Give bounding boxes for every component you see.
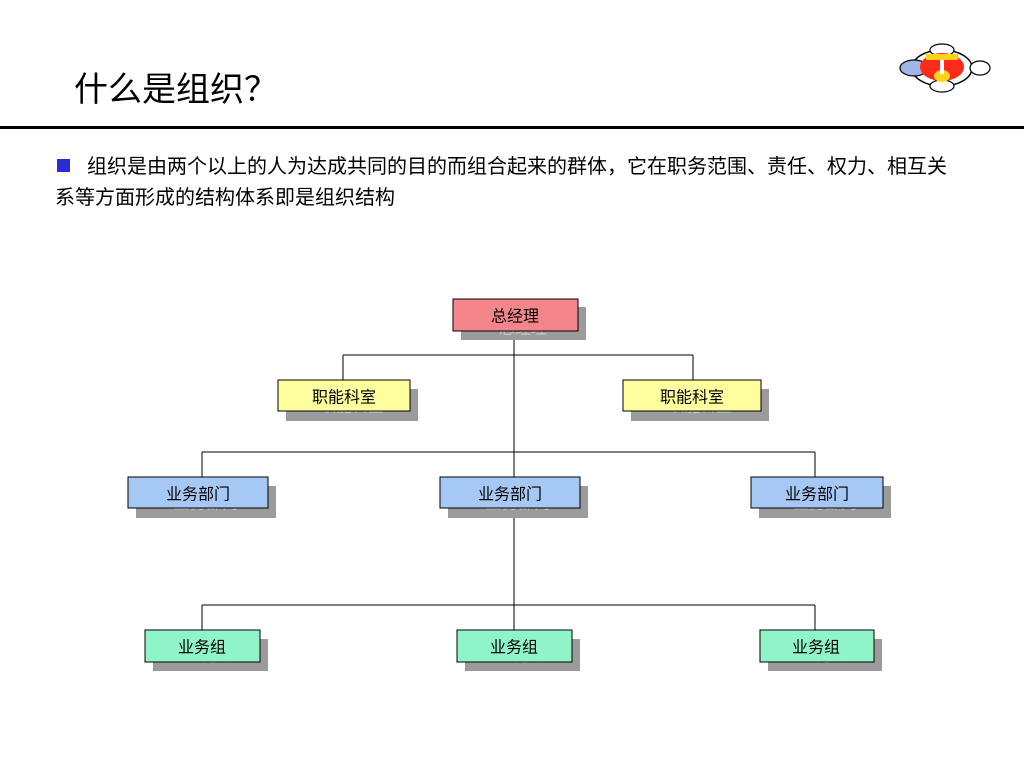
node-staff-left-label: 职能科室 (312, 388, 376, 407)
node-group-right-label: 业务组 (792, 638, 840, 657)
node-group-right: 业务组 业务组 (759, 629, 882, 671)
bullet-square-icon (57, 159, 70, 172)
node-dept-right-label: 业务部门 (785, 485, 849, 504)
node-group-left-label: 业务组 (178, 638, 226, 657)
node-group-center-label: 业务组 (490, 638, 538, 657)
node-general-manager: 总经理 总经理 (452, 298, 586, 340)
node-group-center: 业务组 业务组 (456, 629, 580, 671)
title-divider (0, 126, 1024, 129)
node-group-left: 业务组 业务组 (144, 629, 268, 671)
logo-icon (899, 43, 991, 93)
node-dept-left: 业务部门 业务部门 (127, 476, 276, 518)
node-dept-right: 业务部门 业务部门 (750, 476, 891, 518)
node-staff-right: 职能科室 职能科室 (622, 379, 769, 421)
definition-text: 组织是由两个以上的人为达成共同的目的而组合起来的群体，它在职务范围、责任、权力、… (55, 154, 947, 209)
node-dept-center: 业务部门 业务部门 (439, 476, 588, 518)
node-staff-right-label: 职能科室 (660, 388, 724, 407)
node-staff-left: 职能科室 职能科室 (277, 379, 418, 421)
node-general-manager-label: 总经理 (491, 307, 539, 326)
node-dept-center-label: 业务部门 (478, 485, 542, 504)
node-dept-left-label: 业务部门 (166, 485, 230, 504)
slide-title: 什么是组织？ (74, 70, 278, 110)
